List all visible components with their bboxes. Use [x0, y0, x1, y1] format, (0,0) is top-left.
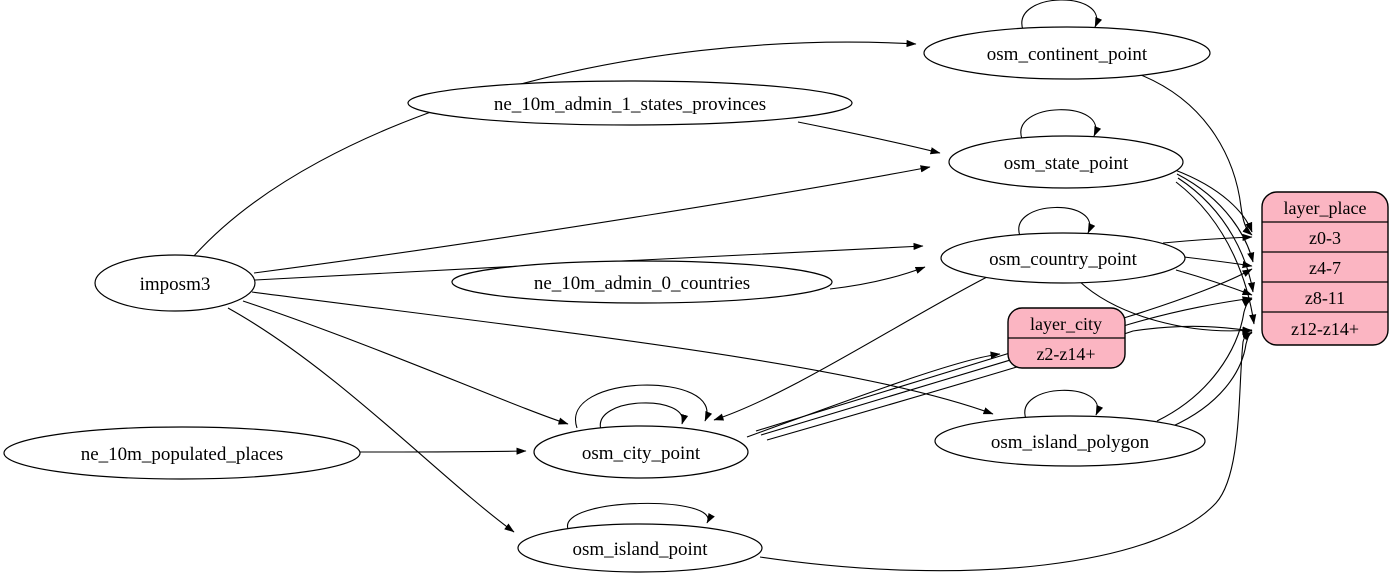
edge-imposm3-osm_island_polygon [251, 291, 994, 415]
node-label-osm_continent_point: osm_continent_point [987, 44, 1148, 65]
node-label-layer_city: layer_city [1030, 314, 1102, 334]
node-layer_place: layer_place z0-3 z4-7 z8-11 z12-z14+ [1261, 191, 1389, 346]
edge-layer [192, 0, 1257, 572]
node-osm_state_point: osm_state_point [948, 135, 1184, 189]
edge-osm_country_point-z8-11 [1175, 269, 1253, 296]
edge-ne_10m_admin_0_countries-osm_country_point [829, 266, 926, 290]
edge-osm_country_point-osm_city_point [713, 276, 988, 421]
node-layer_city: layer_city z2-z14+ [1007, 307, 1126, 369]
node-label-layer_place: layer_place [1284, 198, 1367, 218]
edge-osm_island_point-z12-z14 [759, 331, 1253, 572]
self-loop-osm_island_point [567, 502, 715, 530]
edge-osm_state_point-z12-z14 [1175, 181, 1257, 325]
edge-osm_state_point-z0-3 [1174, 169, 1253, 233]
node-osm_city_point: osm_city_point [533, 425, 749, 479]
node-imposm3: imposm3 [94, 254, 256, 312]
edge-osm_state_point-z4-7 [1176, 173, 1255, 263]
self-loop-osm_city_point-inner [599, 402, 689, 431]
node-label-osm_city_point: osm_city_point [582, 443, 701, 464]
layer_place-row-z8-11: z8-11 [1305, 288, 1345, 308]
node-layer: imposm3 ne_10m_admin_1_states_provinces … [3, 26, 1389, 573]
edge-imposm3-osm_continent_point [192, 39, 917, 258]
node-ne_10m_admin_1_states_provinces: ne_10m_admin_1_states_provinces [407, 80, 853, 126]
node-label-osm_country_point: osm_country_point [989, 249, 1137, 270]
edge-osm_city_point-layer_city-z2 [746, 351, 1001, 438]
node-label-ne_10m_populated_places: ne_10m_populated_places [81, 444, 284, 465]
edge-ne_10m_populated_places-osm_city_point [359, 447, 527, 455]
self-loop-osm_continent_point [1021, 0, 1103, 31]
edge-osm_country_point-z4-7 [1183, 256, 1253, 269]
self-loop-osm_island_polygon [1024, 389, 1104, 420]
edge-imposm3-osm_island_point [227, 307, 515, 533]
edge-osm_state_point-z8-11 [1177, 177, 1255, 293]
self-loop-osm_state_point [1020, 109, 1102, 140]
node-ne_10m_admin_0_countries: ne_10m_admin_0_countries [451, 260, 833, 304]
node-osm_country_point: osm_country_point [940, 232, 1186, 284]
node-label-ne_10m_admin_1_states_provinces: ne_10m_admin_1_states_provinces [494, 94, 766, 115]
node-label-osm_island_point: osm_island_point [572, 539, 708, 560]
edge-imposm3-osm_state_point [253, 165, 931, 274]
node-osm_island_point: osm_island_point [517, 523, 763, 573]
node-label-ne_10m_admin_0_countries: ne_10m_admin_0_countries [534, 273, 750, 294]
self-loop-osm_country_point [1018, 206, 1096, 237]
edge-osm_country_point-z12-z14 [1078, 280, 1253, 335]
node-osm_continent_point: osm_continent_point [923, 26, 1211, 80]
edge-osm_island_polygon-z8-11 [1156, 298, 1253, 422]
node-ne_10m_populated_places: ne_10m_populated_places [3, 426, 361, 480]
edge-imposm3-osm_city_point [242, 300, 569, 425]
layer_place-row-z0-3: z0-3 [1309, 228, 1341, 248]
layer_place-row-z12-z14: z12-z14+ [1291, 319, 1359, 339]
edge-osm_city_point-z8-11 [760, 296, 1253, 436]
node-label-osm_island_polygon: osm_island_polygon [991, 432, 1150, 453]
layer_place-row-z4-7: z4-7 [1309, 258, 1341, 278]
layer_city-row-z2-z14: z2-z14+ [1036, 344, 1095, 364]
edge-ne_10m_admin_1_states_provinces-osm_state_point [797, 121, 941, 155]
node-label-imposm3: imposm3 [140, 274, 211, 295]
node-osm_island_polygon: osm_island_polygon [934, 415, 1206, 467]
edge-osm_country_point-z0-3 [1162, 233, 1253, 244]
node-label-osm_state_point: osm_state_point [1004, 153, 1129, 174]
self-loop-osm_city_point-outer [574, 384, 713, 429]
